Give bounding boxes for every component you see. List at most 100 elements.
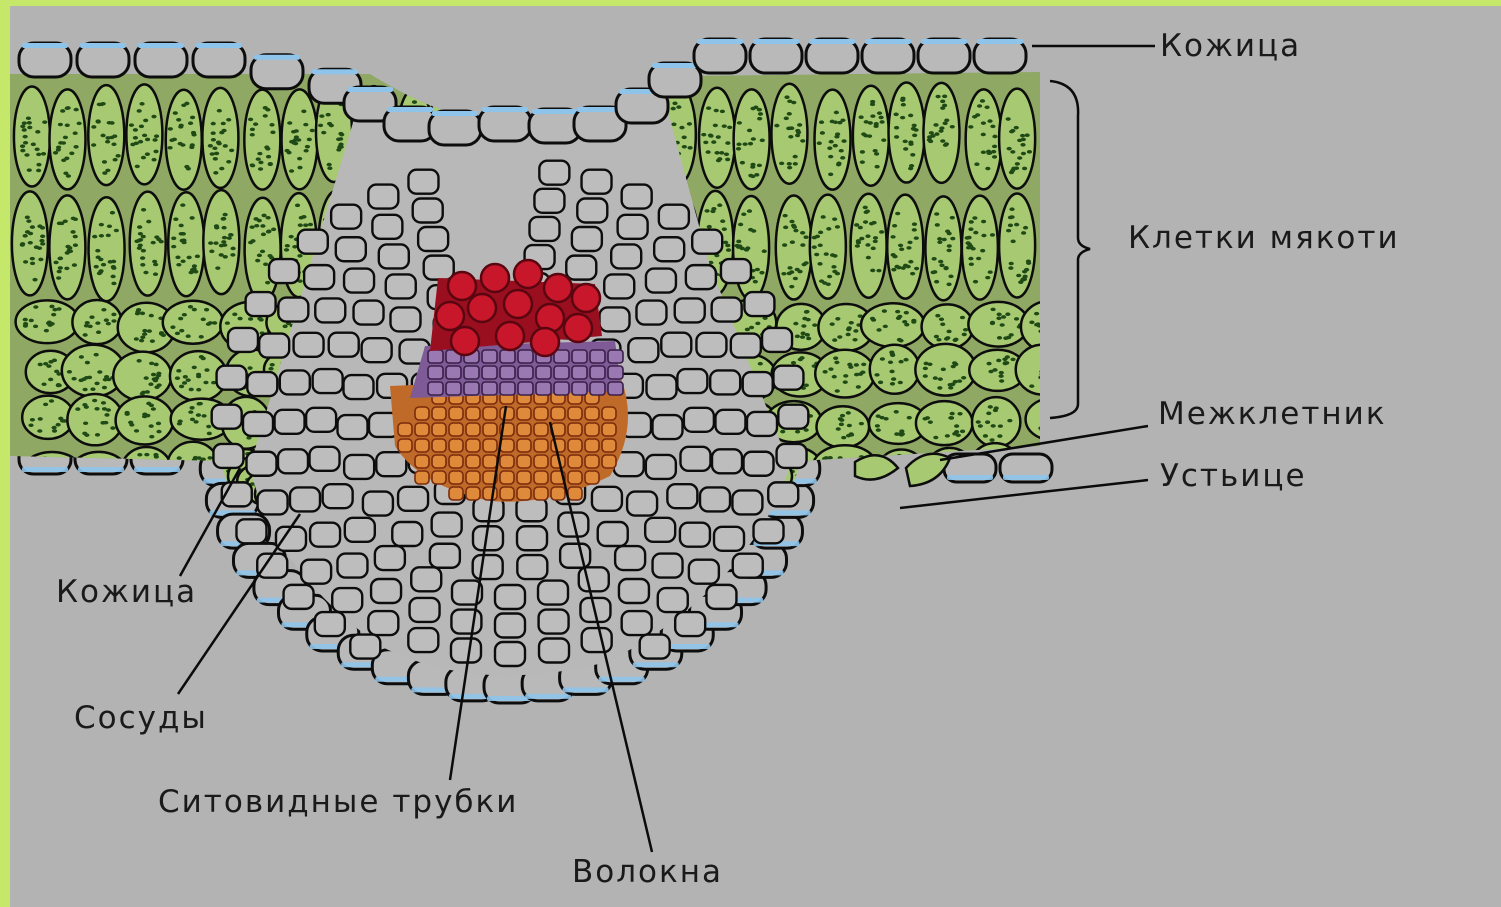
chloroplast (154, 134, 159, 138)
chloroplast (987, 119, 992, 123)
chloroplast (711, 207, 716, 211)
chloroplast (847, 463, 852, 467)
sheath-cell (667, 484, 697, 508)
epidermis-cuticle (312, 69, 358, 74)
chloroplast (933, 123, 938, 127)
chloroplast (682, 136, 687, 140)
chloroplast (265, 108, 270, 112)
chloroplast (800, 139, 805, 143)
sheath-cell (350, 635, 380, 659)
chloroplast (736, 142, 741, 146)
sheath-cell (539, 161, 569, 185)
chloroplast (101, 401, 106, 405)
chloroplast (791, 361, 796, 365)
chloroplast (1038, 376, 1043, 380)
epidermis-cuticle (563, 687, 609, 692)
chloroplast (168, 127, 173, 131)
chloroplast (1040, 428, 1045, 432)
chloroplast (301, 110, 306, 114)
chloroplast (962, 333, 967, 337)
chloroplast (83, 421, 88, 425)
chloroplast (989, 438, 994, 442)
chloroplast (792, 225, 797, 229)
chloroplast (832, 270, 837, 274)
sheath-cell (363, 492, 393, 516)
sheath-cell (636, 301, 666, 325)
chloroplast (804, 310, 809, 314)
chloroplast (934, 132, 939, 136)
chloroplast (795, 134, 800, 138)
chloroplast (1009, 171, 1014, 175)
chloroplast (1053, 309, 1058, 313)
chloroplast (947, 232, 952, 236)
chloroplast (175, 256, 180, 260)
fiber-cell (449, 487, 463, 500)
sheath-cell (495, 585, 525, 609)
sheath-cell (754, 519, 784, 543)
sheath-cell (362, 338, 392, 362)
chloroplast (145, 138, 150, 142)
chloroplast (1052, 477, 1057, 481)
chloroplast (900, 480, 905, 484)
fiber-cell (568, 487, 582, 500)
chloroplast (257, 152, 262, 156)
chloroplast (793, 277, 798, 281)
sheath-cell (534, 189, 564, 213)
chloroplast (992, 368, 997, 372)
vessel (514, 260, 542, 288)
chloroplast (1051, 320, 1056, 324)
chloroplast (129, 423, 134, 427)
chloroplast (181, 103, 186, 107)
chloroplast (23, 318, 28, 322)
fiber-cell (483, 455, 497, 468)
chloroplast (495, 96, 500, 100)
chloroplast (948, 386, 953, 390)
chloroplast (973, 231, 978, 235)
chloroplast (908, 114, 913, 118)
chloroplast (170, 325, 175, 329)
chloroplast (836, 163, 841, 167)
sheath-cell (654, 237, 684, 261)
sheath-cell (618, 215, 648, 239)
chloroplast (796, 131, 801, 135)
chloroplast (818, 231, 823, 235)
chloroplast (838, 456, 843, 460)
chloroplast (923, 367, 928, 371)
chloroplast (988, 405, 993, 409)
chloroplast (914, 236, 919, 240)
sheath-cell (368, 185, 398, 209)
chloroplast (750, 107, 755, 111)
chloroplast (27, 121, 32, 125)
chloroplast (190, 116, 195, 120)
chloroplast (844, 459, 849, 463)
chloroplast (830, 253, 835, 257)
chloroplast (727, 126, 732, 130)
chloroplast (1014, 317, 1019, 321)
chloroplast (873, 149, 878, 153)
chloroplast (687, 122, 692, 126)
chloroplast (706, 106, 711, 110)
chloroplast (894, 126, 899, 130)
chloroplast (171, 245, 176, 249)
chloroplast (189, 406, 194, 410)
chloroplast (219, 131, 224, 135)
chloroplast (97, 370, 102, 374)
chloroplast (176, 118, 181, 122)
chloroplast (947, 249, 952, 253)
fiber-cell (517, 471, 531, 484)
chloroplast (179, 329, 184, 333)
chloroplast (900, 98, 905, 102)
upper-epidermis-cell (135, 43, 187, 77)
chloroplast (832, 338, 837, 342)
chloroplast (53, 261, 58, 265)
sheath-cell (424, 256, 454, 280)
chloroplast (835, 389, 840, 393)
chloroplast (63, 171, 68, 175)
chloroplast (753, 280, 758, 284)
chloroplast (1056, 478, 1061, 482)
chloroplast (261, 233, 266, 237)
chloroplast (103, 421, 108, 425)
chloroplast (254, 224, 259, 228)
chloroplast (874, 152, 879, 156)
chloroplast (1016, 274, 1021, 278)
